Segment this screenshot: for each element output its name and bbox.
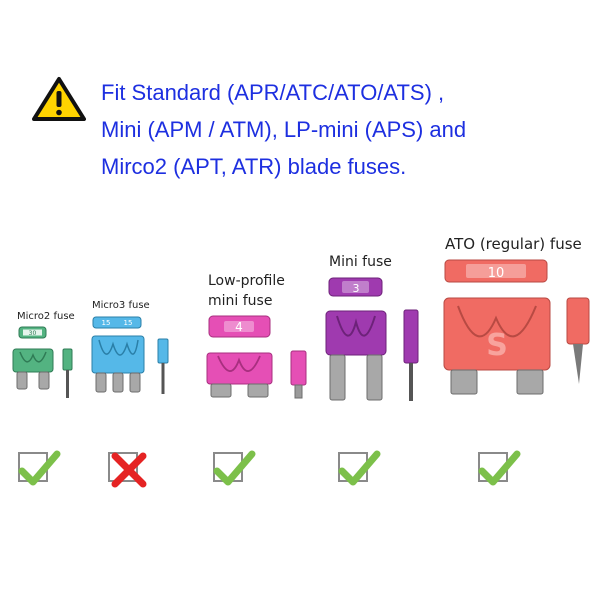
svg-text:S: S [486, 328, 508, 363]
check-icon [338, 450, 381, 486]
ato-fit-checkbox [478, 450, 521, 486]
warning-triangle-icon [32, 77, 86, 121]
mini-fuse-rating: 3 [353, 282, 360, 295]
low-profile-mini-fuse-label: Low-profile mini fuse [208, 271, 285, 311]
micro2-rating: 30 [29, 330, 37, 337]
micro3-rating: 15 [124, 319, 133, 327]
cross-icon [111, 452, 147, 488]
mini-fuse-label: Mini fuse [329, 254, 392, 270]
ato-fuse: 10 S [443, 259, 590, 395]
check-icon [478, 450, 521, 486]
notice-line: Fit Standard (APR/ATC/ATO/ATS) , [101, 80, 445, 105]
label-line: mini fuse [208, 293, 273, 309]
mini-fuse: 3 [325, 277, 419, 401]
micro3-fuse: 15 15 [91, 316, 169, 394]
check-icon [213, 450, 256, 486]
ato-fuse-label: ATO (regular) fuse [445, 235, 582, 253]
ato-rating: 10 [488, 266, 505, 281]
check-icon [18, 450, 61, 486]
compatibility-notice: Fit Standard (APR/ATC/ATO/ATS) , Mini (A… [101, 74, 581, 185]
micro3-fuse-label: Micro3 fuse [92, 300, 150, 311]
micro2-fuse: 30 [12, 326, 73, 398]
notice-line: Mini (APM / ATM), LP-mini (APS) and [101, 117, 467, 142]
notice-line: Mirco2 (APT, ATR) blade fuses. [101, 154, 407, 179]
mini-fit-checkbox [338, 450, 381, 486]
micro3-rating: 15 [102, 319, 111, 327]
low-profile-fit-checkbox [213, 450, 256, 486]
low-profile-mini-fuse: 4 [206, 315, 307, 399]
micro2-fuse-label: Micro2 fuse [17, 311, 75, 322]
micro3-fit-checkbox [108, 452, 147, 488]
label-line: Low-profile [208, 273, 285, 289]
low-profile-rating: 4 [235, 320, 243, 334]
micro2-fit-checkbox [18, 450, 61, 486]
